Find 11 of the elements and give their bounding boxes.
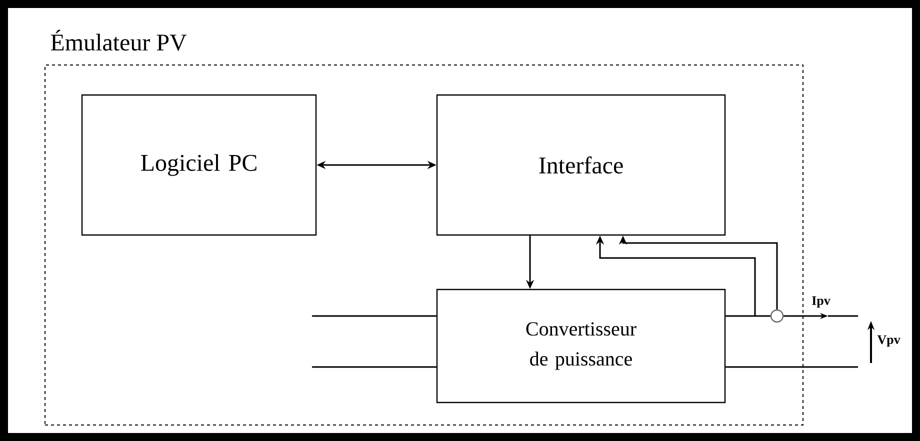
connector-line [312,315,436,317]
connector-line [726,366,858,368]
process-box: Logiciel PC [81,94,317,236]
current-sensor-circle [770,309,784,323]
process-box: Interface [436,94,726,236]
node-label: Émulateur PV [50,30,187,51]
connector-line [726,315,770,317]
edge-label: Ipv [812,296,830,308]
connector-line [312,366,436,368]
process-box: Convertisseur de puissance [436,288,726,404]
voltage-label: Vpv [877,335,900,347]
